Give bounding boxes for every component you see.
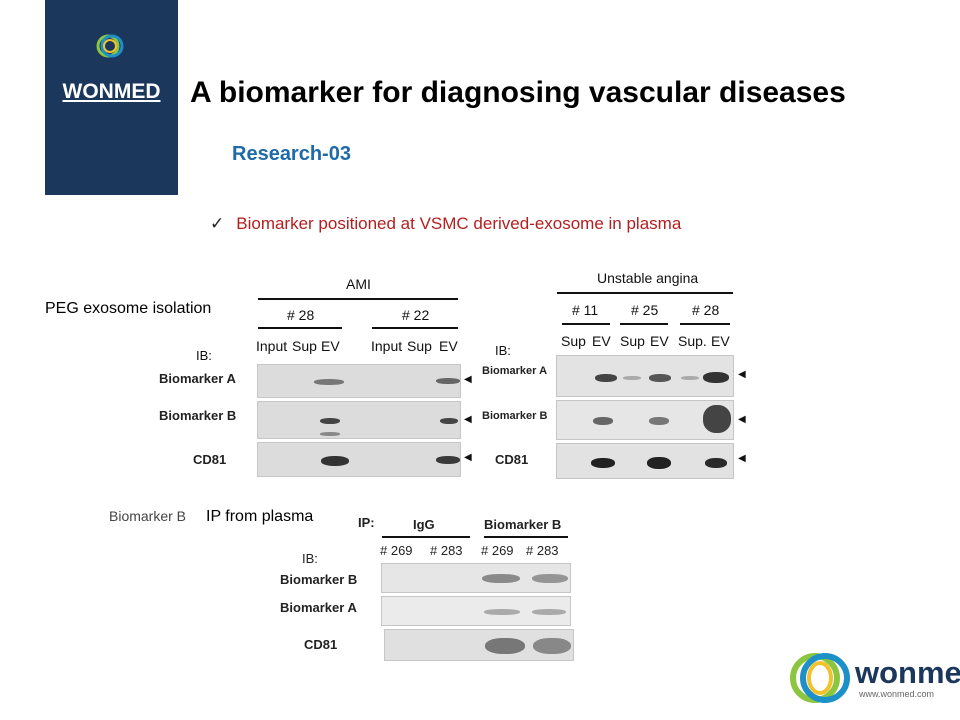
ami-sample-line xyxy=(258,327,342,329)
ip-sample-label: # 283 xyxy=(526,543,559,558)
page-subtitle: Research-03 xyxy=(232,143,351,165)
angina-group-line xyxy=(557,292,733,294)
lane-label: Sup xyxy=(561,333,586,349)
peg-caption: PEG exosome isolation xyxy=(45,300,212,317)
lane-label: Input xyxy=(371,338,403,354)
blot-strip xyxy=(381,596,571,626)
blot-row-label: CD81 xyxy=(304,637,338,652)
ip-caption-prefix: Biomarker B xyxy=(109,508,187,524)
blot-row-label: Biomarker A xyxy=(280,600,357,615)
wonmed-logo-icon xyxy=(790,653,850,703)
blot-row-label: Biomarker A xyxy=(159,371,236,386)
lane-label: Sup. xyxy=(678,333,707,349)
lane-label: EV xyxy=(439,338,458,354)
blot-row-label: Biomarker B xyxy=(159,408,237,423)
angina-sample-line xyxy=(680,323,730,325)
page-title: A biomarker for diagnosing vascular dise… xyxy=(190,76,846,109)
ip-group-label: Biomarker B xyxy=(484,517,562,532)
blot-strip xyxy=(381,563,571,593)
checkmark-icon: ✓ xyxy=(210,214,225,233)
lane-label: EV xyxy=(592,333,611,349)
lane-label: EV xyxy=(650,333,669,349)
lane-label: Input xyxy=(256,338,288,354)
angina-group-label: Unstable angina xyxy=(597,270,699,286)
band-arrow-icon: ◀ xyxy=(464,374,472,385)
band-arrow-icon: ◀ xyxy=(738,414,746,425)
ip-group-label: IgG xyxy=(413,517,435,532)
angina-sample-label: # 25 xyxy=(631,302,659,318)
band-arrow-icon: ◀ xyxy=(464,452,472,463)
lane-label: EV xyxy=(711,333,730,349)
ami-sample-line xyxy=(372,327,458,329)
blot-row-label: Biomarker A xyxy=(482,365,548,377)
ami-group-line xyxy=(258,298,458,300)
footer-brand-name: wonmed xyxy=(855,655,960,690)
band-arrow-icon: ◀ xyxy=(464,414,472,425)
lane-label: Sup xyxy=(292,338,317,354)
blot-strip xyxy=(556,443,734,479)
blot-row-label: CD81 xyxy=(193,452,227,467)
blot-strip xyxy=(257,442,461,477)
ip-group-line xyxy=(484,536,568,538)
blot-strip xyxy=(556,355,734,397)
blot-strip xyxy=(257,401,461,439)
lane-label: Sup xyxy=(407,338,432,354)
blot-strip xyxy=(384,629,574,661)
band-arrow-icon: ◀ xyxy=(738,453,746,464)
ib-label: IB: xyxy=(302,551,318,566)
ip-label: IP: xyxy=(358,515,375,530)
ip-group-line xyxy=(382,536,470,538)
ami-group-label: AMI xyxy=(346,276,371,292)
blot-row-label: Biomarker B xyxy=(482,410,548,422)
highlight-line: ✓ Biomarker positioned at VSMC derived-ex… xyxy=(210,214,681,234)
brand-name: WONMED xyxy=(62,80,161,103)
footer-url: www.wonmed.com xyxy=(859,689,935,699)
lane-label: EV xyxy=(321,338,340,354)
ip-sample-label: # 283 xyxy=(430,543,463,558)
ami-sample-label: # 28 xyxy=(287,307,315,323)
angina-sample-label: # 28 xyxy=(692,302,720,318)
angina-sample-label: # 11 xyxy=(572,302,599,318)
ring-logo-icon xyxy=(96,34,124,58)
ib-label: IB: xyxy=(196,348,212,363)
blot-row-label: CD81 xyxy=(495,452,529,467)
lane-label: Sup xyxy=(620,333,645,349)
ib-label: IB: xyxy=(495,343,511,358)
brand-panel: WONMED xyxy=(45,0,178,195)
blot-strip xyxy=(257,364,461,398)
angina-sample-line xyxy=(620,323,668,325)
band-arrow-icon: ◀ xyxy=(738,369,746,380)
ip-sample-label: # 269 xyxy=(481,543,514,558)
ip-sample-label: # 269 xyxy=(380,543,413,558)
blot-strip xyxy=(556,400,734,440)
ami-sample-label: # 22 xyxy=(402,307,430,323)
angina-sample-line xyxy=(562,323,610,325)
highlight-text: Biomarker positioned at VSMC derived-exo… xyxy=(236,214,682,233)
ip-caption-suffix: IP from plasma xyxy=(206,508,314,525)
blot-row-label: Biomarker B xyxy=(280,572,358,587)
